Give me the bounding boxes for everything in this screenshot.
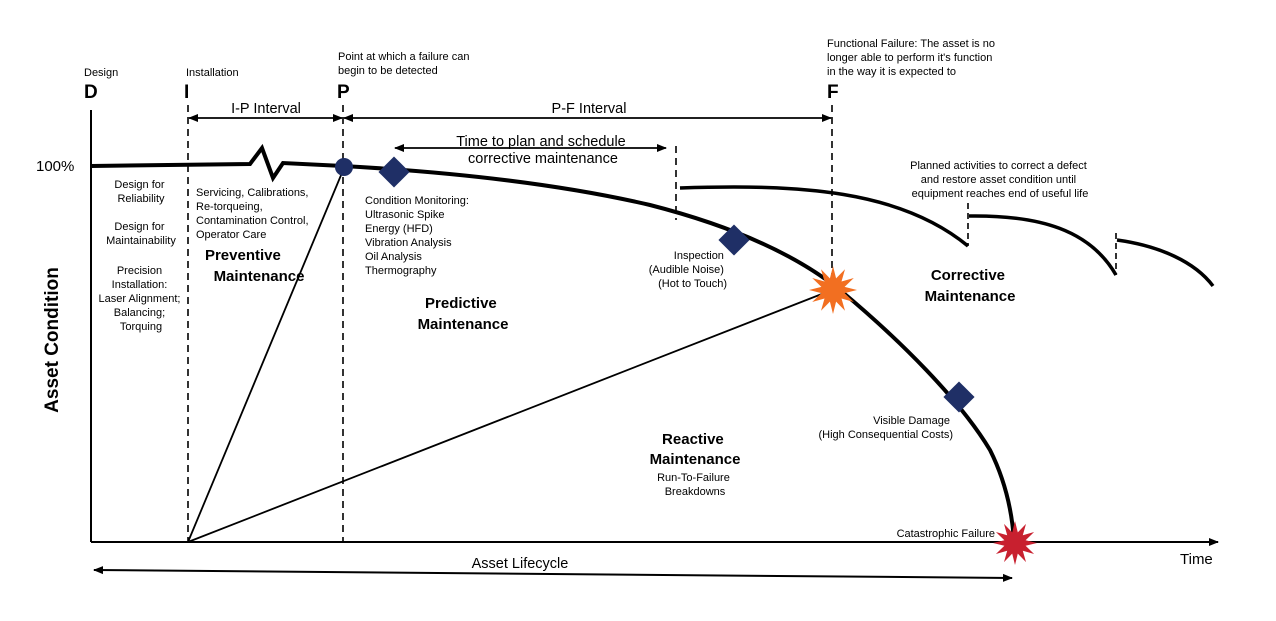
visible-damage-marker — [943, 381, 975, 413]
catastrophic-failure-label: Catastrophic Failure — [897, 528, 995, 540]
catastrophic-failure-star — [993, 521, 1037, 565]
preventive-line — [187, 167, 345, 543]
milestone-p-caption: Point at which a failure can begin to be… — [338, 51, 473, 77]
milestone-d-caption: Design — [84, 67, 118, 79]
corrective-curve-3 — [1116, 238, 1215, 288]
milestone-i-letter: I — [184, 82, 189, 103]
milestone-d-letter: D — [84, 82, 98, 103]
milestone-p-letter: P — [337, 82, 350, 103]
milestone-i-caption: Installation — [186, 67, 239, 79]
corrective-curve-1 — [679, 185, 970, 248]
asset-lifecycle-arrow — [93, 566, 1013, 582]
asset-lifecycle-label: Asset Lifecycle — [472, 556, 569, 572]
pf-interval-label: P-F Interval — [552, 101, 627, 117]
plan-schedule-label: Time to plan and schedule corrective mai… — [456, 134, 630, 167]
visible-damage-note: Visible Damage (High Consequential Costs… — [818, 415, 953, 441]
corrective-note: Planned activities to correct a defect a… — [910, 160, 1090, 200]
x-axis-label: Time — [1180, 551, 1213, 568]
reactive-title: Reactive Maintenance — [650, 431, 741, 468]
y-tick-100: 100% — [36, 158, 74, 175]
preventive-title: Preventive Maintenance — [205, 247, 304, 285]
milestone-f-letter: F — [827, 82, 839, 103]
condition-monitoring-marker — [378, 156, 410, 188]
reactive-subtitle: Run-To-Failure Breakdowns — [657, 472, 733, 498]
ip-interval-label: I-P Interval — [231, 101, 301, 117]
milestone-f-caption: Functional Failure: The asset is no long… — [827, 38, 998, 78]
corrective-title: Corrective Maintenance — [925, 267, 1016, 305]
corrective-curve-2 — [968, 214, 1118, 276]
functional-failure-star — [809, 266, 857, 314]
precision-installation-note: Precision Installation: Laser Alignment;… — [99, 265, 184, 333]
inspection-note: Inspection (Audible Noise) (Hot to Touch… — [649, 250, 727, 290]
reactive-line — [187, 289, 833, 543]
predictive-title: Predictive Maintenance — [418, 295, 509, 333]
preventive-activities: Servicing, Calibrations, Re-torqueing, C… — [196, 187, 312, 241]
p-point-marker — [335, 158, 353, 176]
y-axis-label: Asset Condition — [42, 267, 63, 413]
condition-monitoring-list: Condition Monitoring: Ultrasonic Spike E… — [365, 195, 472, 277]
asset-condition-curve — [90, 143, 1016, 542]
design-maintainability-note: Design for Maintainability — [106, 221, 176, 247]
design-reliability-note: Design for Reliability — [114, 179, 167, 205]
